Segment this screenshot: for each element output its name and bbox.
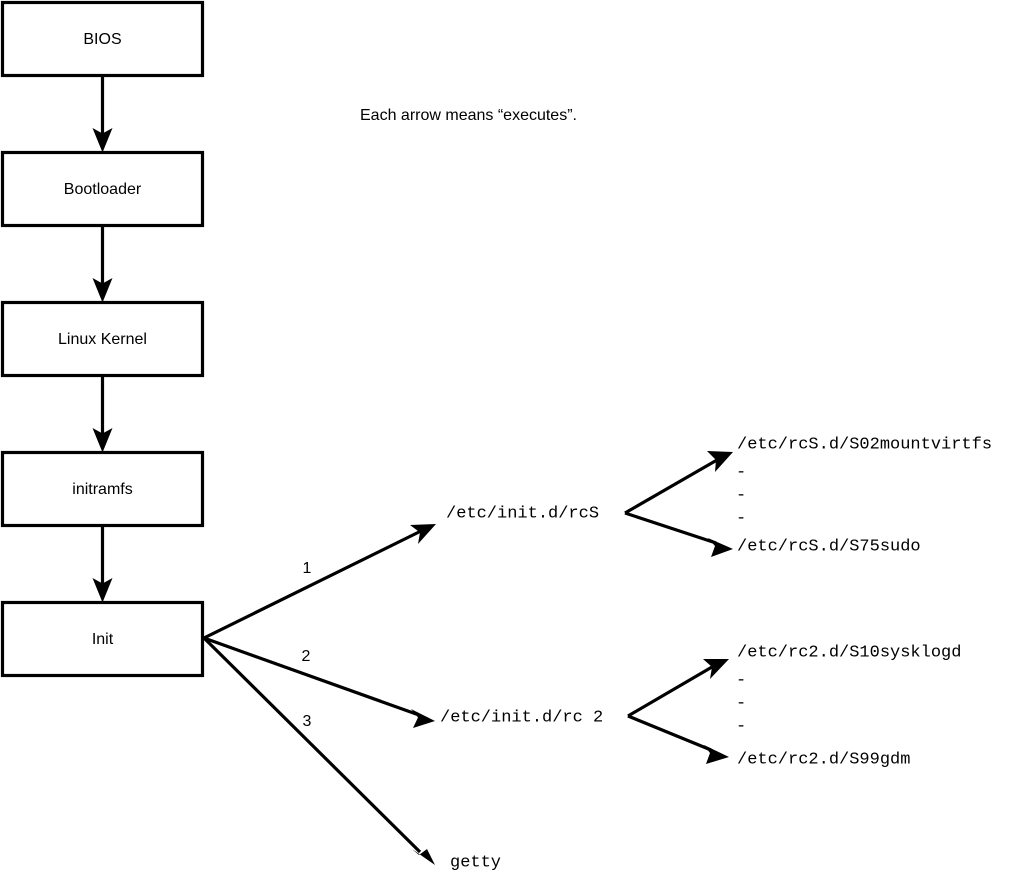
node-linux-kernel-label: Linux Kernel bbox=[58, 331, 147, 348]
branch-number-2: 2 bbox=[302, 648, 311, 665]
arrowhead bbox=[410, 524, 436, 544]
node-getty-label[interactable]: getty bbox=[450, 853, 501, 872]
node-init-d-rcs-label[interactable]: /etc/init.d/rcS bbox=[446, 504, 599, 523]
arrowhead bbox=[708, 538, 733, 557]
rc2-ellipsis-dash-1: - bbox=[736, 671, 746, 690]
arrow-kernel-to-initramfs bbox=[92, 375, 113, 453]
arrow-rcs-to-first-script bbox=[624, 451, 733, 515]
node-initramfs[interactable]: initramfs bbox=[0, 450, 205, 528]
branch-targets-group: /etc/init.d/rcS /etc/init.d/rc 2 getty bbox=[440, 504, 603, 872]
arrowhead bbox=[704, 745, 729, 764]
arrow-initramfs-to-init bbox=[92, 525, 113, 603]
arrowhead bbox=[92, 278, 113, 303]
branch-number-1: 1 bbox=[303, 560, 312, 577]
arrowhead bbox=[703, 659, 729, 679]
rcs-ellipsis-dash-2: - bbox=[736, 486, 746, 505]
rcs-script-last-label[interactable]: /etc/rcS.d/S75sudo bbox=[737, 537, 921, 556]
node-bootloader-label: Bootloader bbox=[64, 181, 142, 198]
arrowhead bbox=[707, 451, 733, 472]
node-init-rect bbox=[0, 600, 205, 678]
arrow-bootloader-to-kernel bbox=[92, 225, 113, 303]
arrow-init-to-rc2 bbox=[203, 636, 435, 728]
node-linux-kernel-rect bbox=[0, 300, 205, 378]
vertical-arrows-group bbox=[92, 75, 113, 603]
node-bios[interactable]: BIOS bbox=[0, 0, 205, 78]
arrow-init-to-getty bbox=[202, 636, 435, 865]
rc2-ellipsis-dash-3: - bbox=[736, 717, 746, 736]
rcs-fanout-group: /etc/rcS.d/S02mountvirtfs - - - /etc/rcS… bbox=[624, 435, 992, 557]
arrow-init-to-rcs bbox=[203, 524, 436, 640]
rcs-ellipsis-dash-1: - bbox=[736, 463, 746, 482]
arrowhead bbox=[92, 428, 113, 453]
init-fanout-group: 1 2 3 bbox=[202, 524, 436, 865]
arrow-rcs-to-last-script bbox=[624, 511, 733, 557]
branch-number-3: 3 bbox=[303, 713, 312, 730]
node-bootloader[interactable]: Bootloader bbox=[0, 150, 205, 228]
node-initramfs-label: initramfs bbox=[72, 481, 132, 498]
rcs-ellipsis-dash-3: - bbox=[736, 509, 746, 528]
node-bios-rect bbox=[0, 0, 205, 78]
arrowhead bbox=[412, 849, 435, 865]
boot-chain-group: BIOS Bootloader Linux Kernel initramfs I… bbox=[0, 0, 205, 678]
rc2-script-first-label[interactable]: /etc/rc2.d/S10sysklogd bbox=[737, 643, 961, 662]
rcs-script-first-label[interactable]: /etc/rcS.d/S02mountvirtfs bbox=[737, 435, 992, 454]
diagram-caption: Each arrow means “executes”. bbox=[360, 107, 577, 124]
node-init[interactable]: Init bbox=[0, 600, 205, 678]
rc2-fanout-group: /etc/rc2.d/S10sysklogd - - - /etc/rc2.d/… bbox=[627, 643, 961, 769]
arrowhead bbox=[92, 128, 113, 153]
arrowhead bbox=[411, 709, 435, 728]
rc2-ellipsis-dash-2: - bbox=[736, 694, 746, 713]
arrow-bios-to-bootloader bbox=[92, 75, 113, 153]
arrow-rc2-to-last-script bbox=[627, 714, 729, 764]
arrowhead bbox=[92, 578, 113, 603]
arrow-rc2-to-first-script bbox=[627, 659, 729, 718]
rc2-script-last-label[interactable]: /etc/rc2.d/S99gdm bbox=[737, 750, 910, 769]
node-init-d-rc2-label[interactable]: /etc/init.d/rc 2 bbox=[440, 708, 603, 727]
node-init-label: Init bbox=[92, 631, 114, 648]
node-bios-label: BIOS bbox=[83, 31, 121, 48]
node-linux-kernel[interactable]: Linux Kernel bbox=[0, 300, 205, 378]
